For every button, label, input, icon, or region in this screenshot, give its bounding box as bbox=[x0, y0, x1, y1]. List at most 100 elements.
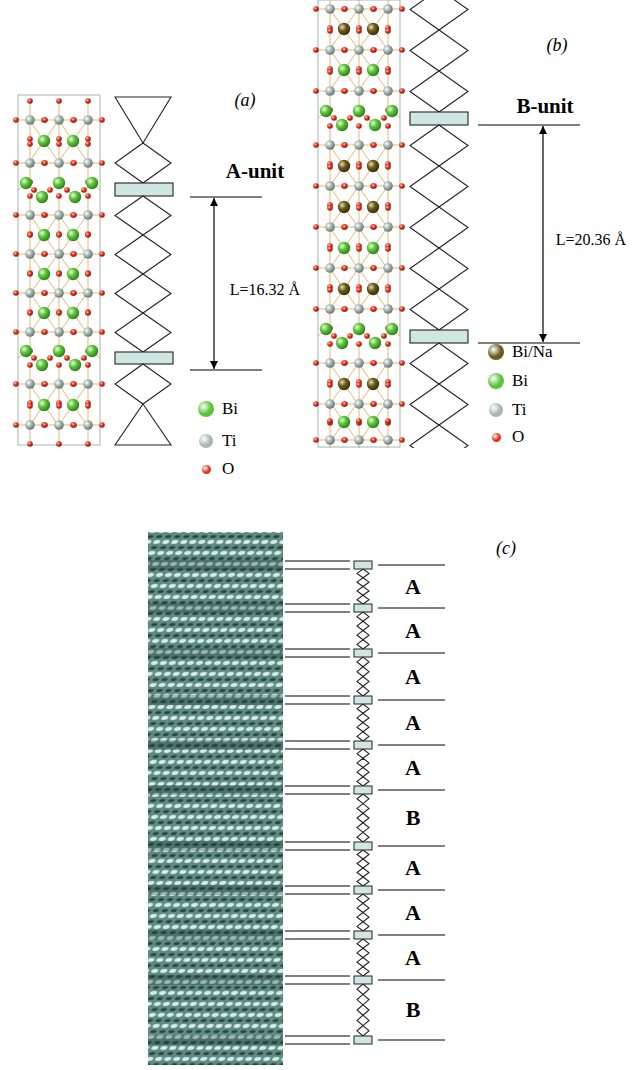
oxygen-atom bbox=[13, 290, 19, 296]
titanium-atom bbox=[354, 86, 364, 96]
octahedron-diamond bbox=[115, 235, 171, 274]
octahedron-diamond bbox=[357, 1005, 369, 1015]
legend-item: O bbox=[196, 458, 234, 480]
oxygen-atom bbox=[327, 28, 333, 34]
oxygen-atom bbox=[70, 329, 76, 335]
titanium-atom bbox=[83, 327, 93, 337]
unit-separator-line bbox=[378, 653, 445, 654]
octahedron-diamond bbox=[357, 612, 369, 621]
unit-separator-line bbox=[378, 980, 445, 981]
atom-swatch bbox=[199, 434, 213, 448]
oxygen-atom bbox=[399, 437, 405, 443]
oxygen-atom bbox=[42, 160, 48, 166]
bi2o2-band bbox=[354, 786, 372, 794]
titanium-atom bbox=[354, 4, 364, 14]
oxygen-atom bbox=[56, 270, 62, 276]
bismuth-atom bbox=[20, 345, 32, 357]
oxygen-atom bbox=[85, 231, 91, 237]
oxygen-atom bbox=[370, 183, 376, 189]
layer-marker-line bbox=[285, 561, 350, 562]
bismuth-sodium-atom bbox=[338, 283, 350, 295]
titanium-atom bbox=[25, 288, 35, 298]
octahedron-diamond bbox=[357, 859, 369, 868]
titanium-atom bbox=[354, 140, 364, 150]
octahedron-diamond bbox=[357, 621, 369, 630]
oxygen-atom bbox=[327, 341, 333, 347]
oxygen-atom bbox=[27, 441, 33, 447]
oxygen-atom bbox=[27, 362, 33, 368]
titanium-atom bbox=[383, 304, 393, 314]
oxygen-atom bbox=[356, 205, 362, 211]
bi2o2-band bbox=[354, 604, 372, 612]
titanium-atom bbox=[54, 115, 64, 125]
oxygen-atom bbox=[71, 329, 77, 335]
oxygen-atom bbox=[370, 142, 376, 148]
oxygen-atom bbox=[99, 117, 105, 123]
hrtem-layer-stripe bbox=[148, 975, 283, 985]
oxygen-atom bbox=[371, 437, 377, 443]
oxygen-atom bbox=[13, 212, 19, 218]
octahedron-diamond bbox=[357, 813, 369, 823]
octahedron-diamond bbox=[410, 425, 468, 448]
oxygen-atom bbox=[371, 183, 377, 189]
oxygen-atom bbox=[399, 6, 405, 12]
layer-marker-line bbox=[285, 604, 350, 605]
oxygen-atom bbox=[70, 290, 76, 296]
oxygen-atom bbox=[64, 187, 70, 193]
layer-marker-line bbox=[285, 741, 350, 742]
oxygen-atom bbox=[85, 270, 91, 276]
octahedron-diamond bbox=[357, 832, 369, 842]
bismuth-atom bbox=[69, 191, 81, 203]
bismuth-atom bbox=[336, 337, 348, 349]
octahedron-diamond bbox=[357, 794, 369, 804]
bi2o2-band bbox=[354, 561, 372, 569]
oxygen-atom bbox=[313, 437, 319, 443]
bi2o2-band bbox=[354, 886, 372, 894]
oxygen-atom bbox=[71, 251, 77, 257]
oxygen-atom bbox=[99, 212, 105, 218]
oxygen-atom bbox=[370, 224, 376, 230]
octahedron-diamond bbox=[357, 758, 369, 767]
oxygen-atom bbox=[385, 382, 391, 388]
oxygen-atom bbox=[342, 183, 348, 189]
octahedron-diamond bbox=[357, 967, 369, 976]
dimension-arrow bbox=[213, 198, 214, 369]
bismuth-atom bbox=[38, 399, 50, 411]
bismuth-atom bbox=[67, 268, 79, 280]
bismuth-sodium-atom bbox=[338, 23, 350, 35]
oxygen-atom bbox=[385, 164, 391, 170]
oxygen-atom bbox=[399, 88, 405, 94]
oxygen-atom bbox=[341, 360, 347, 366]
oxygen-atom bbox=[356, 246, 362, 252]
oxygen-atom bbox=[27, 232, 33, 238]
oxygen-atom bbox=[313, 6, 319, 12]
bi2o2-band bbox=[354, 842, 372, 850]
bismuth-atom bbox=[69, 359, 81, 371]
oxygen-atom bbox=[356, 418, 362, 424]
oxygen-atom bbox=[13, 422, 19, 428]
titanium-atom bbox=[25, 379, 35, 389]
oxygen-atom bbox=[370, 437, 376, 443]
layer-marker-line bbox=[285, 939, 350, 940]
hrtem-image bbox=[148, 532, 283, 1065]
octahedron-diamond bbox=[357, 732, 369, 741]
titanium-atom bbox=[83, 288, 93, 298]
oxygen-atom bbox=[41, 160, 47, 166]
octahedron-diamond bbox=[357, 913, 369, 922]
octahedron-diamond bbox=[357, 713, 369, 722]
oxygen-atom bbox=[327, 123, 333, 129]
bismuth-atom bbox=[38, 307, 50, 319]
octahedron-diamond bbox=[410, 71, 468, 112]
bismuth-atom bbox=[38, 135, 50, 147]
oxygen-atom bbox=[85, 271, 91, 277]
oxygen-atom bbox=[341, 401, 347, 407]
oxygen-atom bbox=[81, 187, 87, 193]
titanium-atom bbox=[354, 45, 364, 55]
hrtem-lattice bbox=[148, 532, 283, 1065]
oxygen-atom bbox=[342, 224, 348, 230]
dimension-line bbox=[478, 124, 580, 125]
bismuth-atom bbox=[338, 242, 350, 254]
oxygen-atom bbox=[341, 183, 347, 189]
dimension-label: L=20.36 Å bbox=[556, 232, 626, 248]
unit-separator-line bbox=[378, 846, 445, 847]
